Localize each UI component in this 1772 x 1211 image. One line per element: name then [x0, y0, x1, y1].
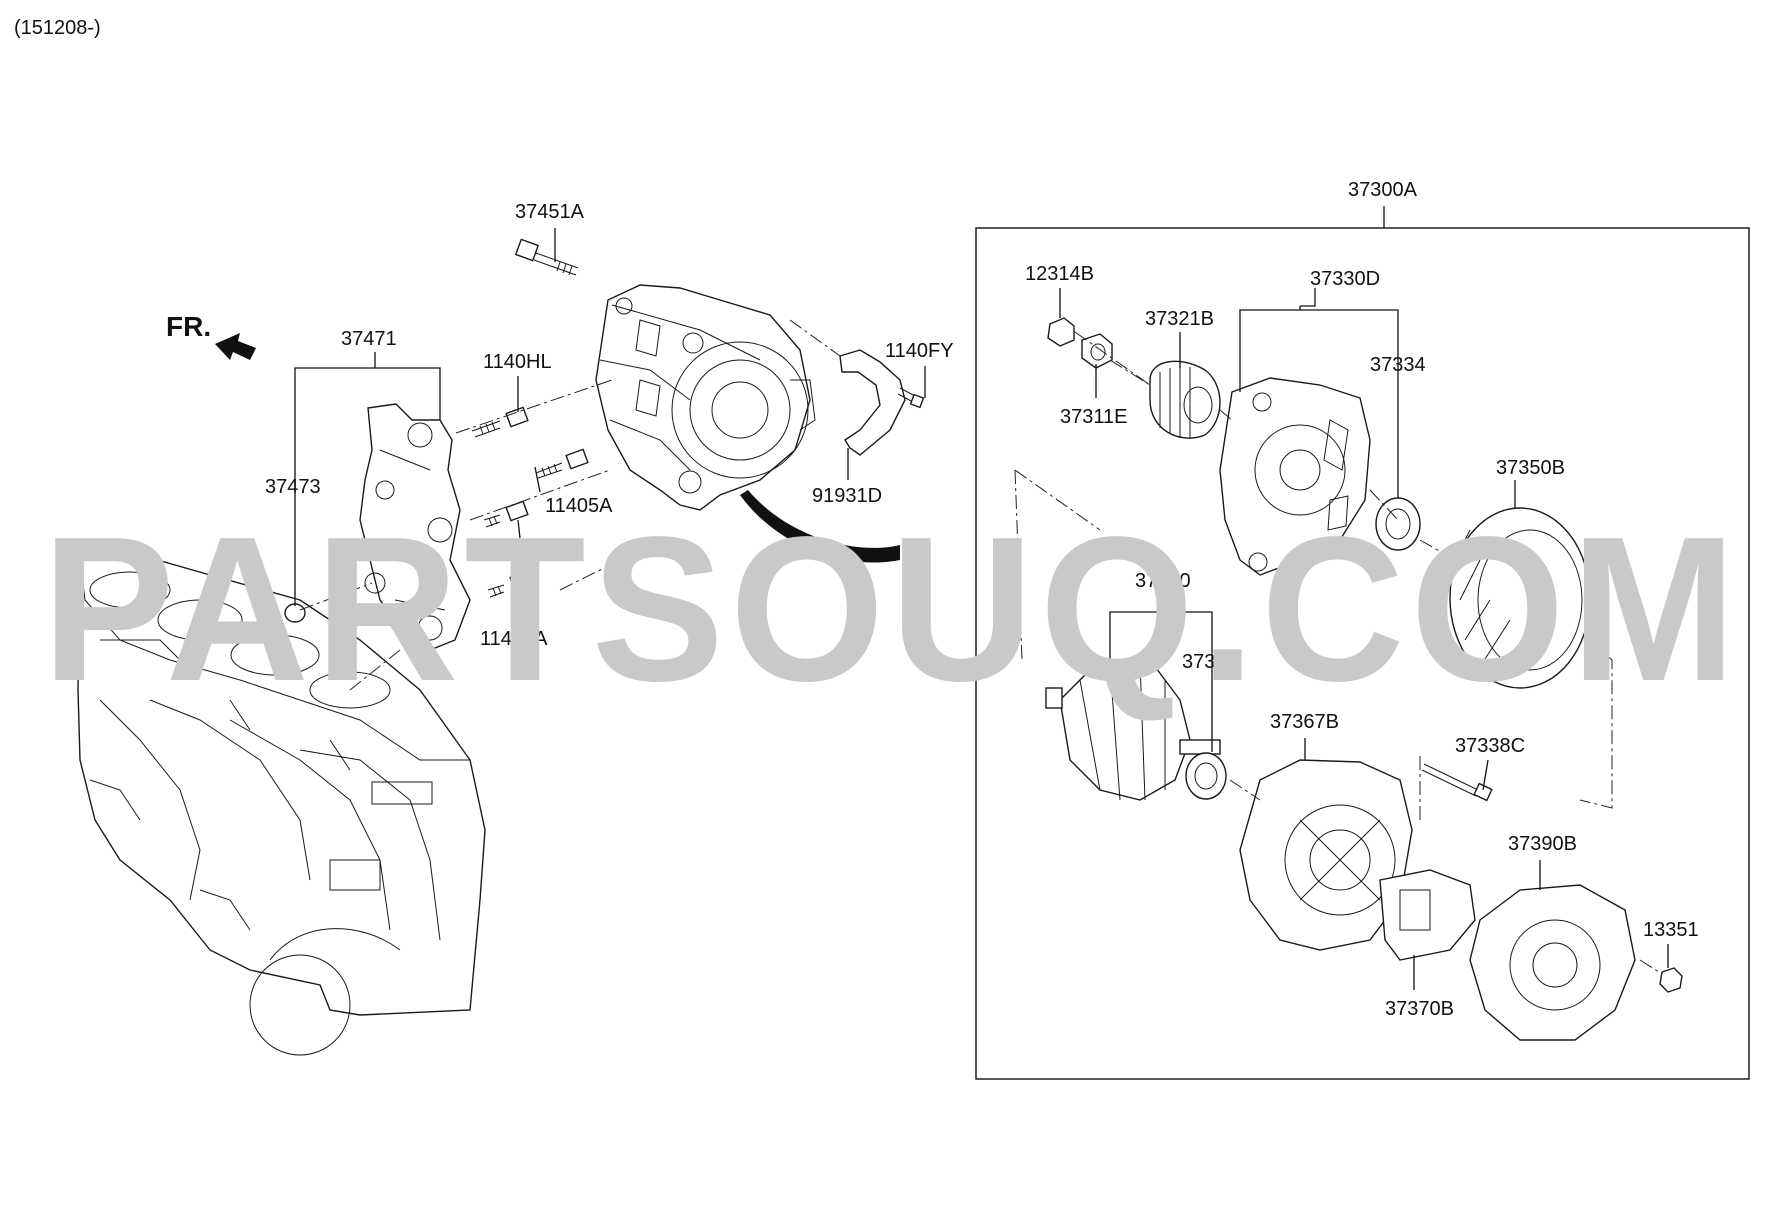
label-1140HL[interactable]: 1140HL: [483, 351, 552, 373]
terminal-nut-drawing: [1659, 967, 1683, 993]
label-91931D[interactable]: 91931D: [812, 485, 882, 507]
alternator-assembly-drawing: [595, 284, 816, 511]
label-37300A[interactable]: 37300A: [1348, 179, 1418, 201]
label-37330D[interactable]: 37330D: [1310, 268, 1380, 290]
bolt-11405A-upper-drawing: [535, 448, 589, 479]
label-37340[interactable]: 37340: [1135, 570, 1191, 592]
screw-1140FY-drawing: [897, 387, 925, 409]
label-37321B[interactable]: 37321B: [1145, 308, 1214, 330]
label-37471[interactable]: 37471: [341, 328, 397, 350]
watermark: PARTSOUQ.COM: [42, 494, 1742, 724]
header-code: (151208-): [14, 17, 101, 39]
label-37473[interactable]: 37473: [265, 476, 321, 498]
label-37350B[interactable]: 37350B: [1496, 457, 1565, 479]
engine-block-drawing: [77, 554, 486, 1056]
label-37370B[interactable]: 37370B: [1385, 998, 1454, 1020]
explode-arrow: [740, 490, 900, 563]
label-11405A-lower[interactable]: 11405A: [480, 628, 548, 650]
label-37334[interactable]: 37334: [1370, 354, 1426, 376]
front-arrow-icon: [215, 333, 256, 360]
front-housing-drawing: [1219, 377, 1371, 576]
alternator-bracket-drawing: [359, 403, 471, 651]
bolt-1140HL-drawing: [471, 406, 529, 438]
label-37338C[interactable]: 37338C: [1455, 735, 1525, 757]
dashed-guide-lines: [299, 319, 1663, 975]
label-11405A-upper[interactable]: 11405A: [545, 495, 613, 517]
part-number-labels: 37451A 37471 1140HL 1140FY 37473 11405A …: [265, 179, 1699, 1020]
label-37311E[interactable]: 37311E: [1060, 406, 1127, 428]
rear-cover-drawing: [1469, 884, 1636, 1041]
regulator-drawing: [1379, 869, 1476, 961]
bolt-37451A-drawing: [514, 238, 579, 276]
cap-drawing: [1047, 317, 1075, 347]
callout-leader-lines: [294, 206, 1669, 990]
front-bearing-drawing: [1375, 497, 1421, 551]
pulley-drawing: [1149, 360, 1221, 439]
label-11405A-middle[interactable]: 11405A: [480, 543, 548, 565]
label-13351[interactable]: 13351: [1643, 919, 1699, 941]
alternator-group-box: [975, 227, 1750, 1080]
ground-cable-drawing: [839, 349, 906, 456]
through-bolt-drawing: [1421, 763, 1493, 802]
label-37367B[interactable]: 37367B: [1270, 711, 1339, 733]
label-37451A[interactable]: 37451A: [515, 201, 585, 223]
label-37390B[interactable]: 37390B: [1508, 833, 1577, 855]
label-12314B[interactable]: 12314B: [1025, 263, 1094, 285]
label-37342[interactable]: 37342: [1182, 651, 1238, 673]
bolt-11405A-lower-drawing: [487, 570, 533, 598]
stator-drawing: [1449, 507, 1591, 689]
label-1140FY[interactable]: 1140FY: [885, 340, 954, 362]
nut-drawing: [1081, 333, 1113, 369]
front-label: FR.: [166, 311, 211, 342]
bolt-11405A-middle-drawing: [483, 500, 529, 528]
front-direction-indicator: FR.: [166, 311, 256, 360]
rear-bearing-drawing: [1185, 752, 1227, 800]
